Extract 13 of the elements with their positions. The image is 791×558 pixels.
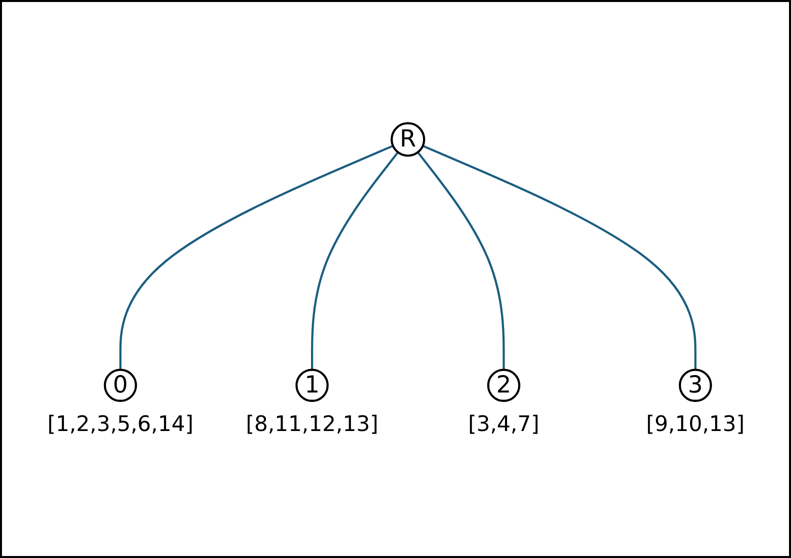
connector — [118, 144, 393, 370]
node-caption: [1,2,3,5,6,14] — [46, 412, 193, 437]
node-circle: 0 — [103, 368, 137, 402]
node-circle: 1 — [294, 368, 328, 402]
node-circle: R — [390, 122, 425, 157]
node-caption: [3,4,7] — [468, 412, 539, 437]
connector — [310, 152, 398, 370]
node-caption: [9,10,13] — [646, 412, 744, 437]
node-caption: [8,11,12,13] — [245, 412, 378, 437]
connector — [416, 152, 504, 370]
node-circle: 3 — [678, 368, 712, 402]
node-circle: 2 — [486, 368, 520, 402]
connector — [422, 144, 696, 370]
